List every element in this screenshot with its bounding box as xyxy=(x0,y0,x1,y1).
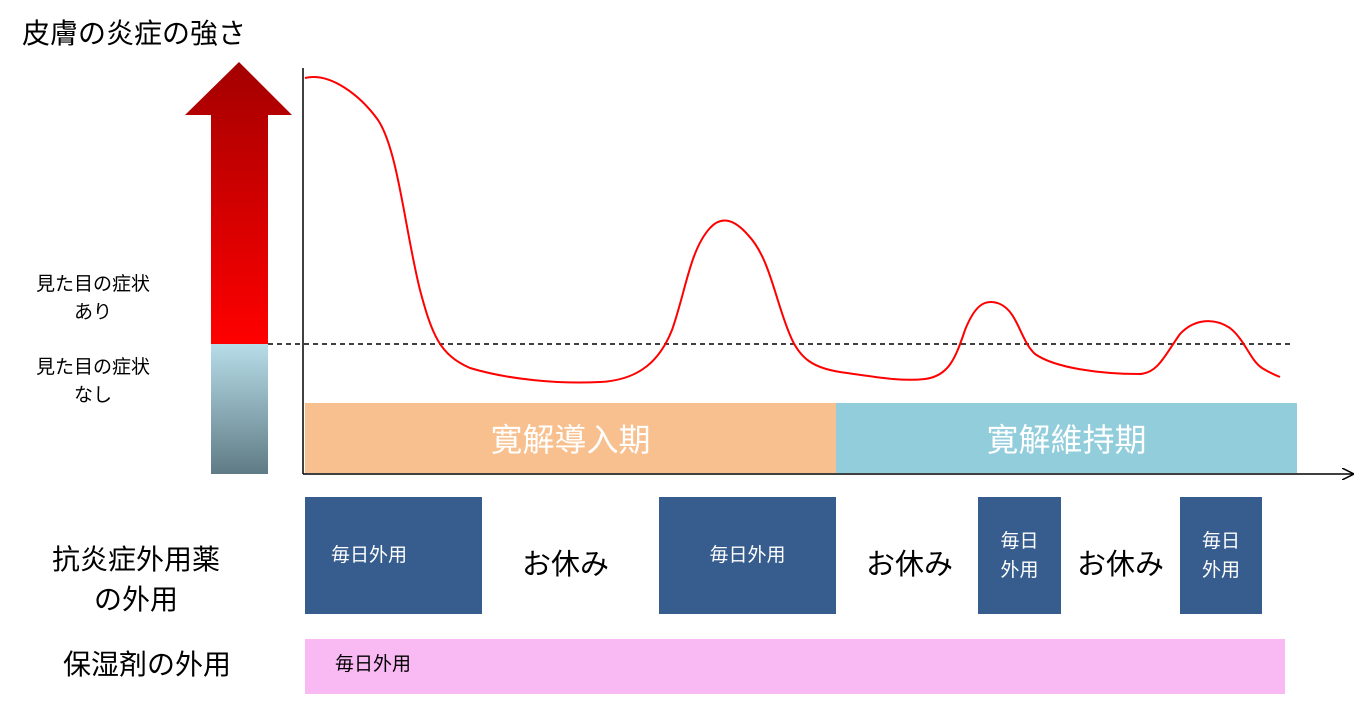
daily-application-block-4: 毎日 外用 xyxy=(1180,497,1262,614)
phase-remission-maintenance: 寛解維持期 xyxy=(836,403,1297,473)
daily-application-block-1: 毎日外用 xyxy=(305,497,482,614)
symptom-absent-label: 見た目の症状 なし xyxy=(36,353,150,409)
phase-remission-induction: 寛解導入期 xyxy=(305,403,836,473)
rest-period-3: お休み xyxy=(1077,547,1165,581)
y-axis-title: 皮膚の炎症の強さ xyxy=(22,17,247,50)
symptom-absent-label-line1: 見た目の症状 xyxy=(36,356,151,378)
moisturizer-bar-text: 毎日外用 xyxy=(335,653,412,675)
daily-application-block-2: 毎日外用 xyxy=(659,497,836,614)
rest-period-2: お休み xyxy=(866,547,954,581)
symptom-absent-label-line2: なし xyxy=(74,384,113,406)
anti-inflammatory-label-line2: の外用 xyxy=(94,583,179,616)
daily-application-block-4-line1: 毎日 xyxy=(1201,529,1240,552)
moisturizer-row-label: 保湿剤の外用 xyxy=(63,648,232,681)
daily-application-block-3: 毎日 外用 xyxy=(978,497,1061,614)
symptom-present-label-line2: あり xyxy=(74,301,113,323)
anti-inflammatory-row-label: 抗炎症外用薬 の外用 xyxy=(52,540,220,620)
daily-application-block-3-line1: 毎日 xyxy=(1000,529,1039,552)
anti-inflammatory-label-line1: 抗炎症外用薬 xyxy=(52,543,221,576)
symptom-present-label: 見た目の症状 あり xyxy=(36,270,150,326)
inflammation-curve xyxy=(304,76,1281,384)
rest-period-1: お休み xyxy=(522,547,610,581)
moisturizer-daily-bar: 毎日外用 xyxy=(305,639,1285,694)
intensity-arrow xyxy=(185,62,292,344)
symptom-present-label-line1: 見た目の症状 xyxy=(36,273,151,295)
no-symptom-bar xyxy=(211,344,268,474)
daily-application-block-3-line2: 外用 xyxy=(1000,558,1039,581)
daily-application-block-4-line2: 外用 xyxy=(1201,558,1240,581)
